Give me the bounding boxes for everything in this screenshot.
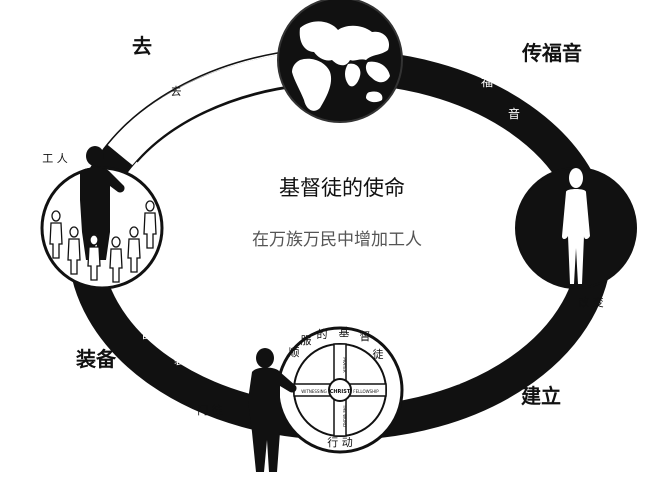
stage-equip-label: 装备 <box>75 347 117 371</box>
globe-land-australia <box>366 91 383 103</box>
wheel-left-arm-label: WITNESSING <box>301 389 326 394</box>
arc-equip-char-1: 备 <box>141 327 153 341</box>
wheel-char-top-2: 基 <box>339 326 350 339</box>
arc-build-char-1: 建 <box>505 335 517 349</box>
center-title: 基督徒的使命 <box>279 176 405 200</box>
ring-go-outline-inner <box>136 85 303 163</box>
arc-go-label: 去 <box>171 85 182 98</box>
workers-label: 工 人 <box>42 152 68 165</box>
disciples-label: 门 徒 <box>197 403 223 417</box>
stage-build-label: 建立 <box>521 384 561 408</box>
arc-evangelize-char-2: 福 <box>481 74 493 89</box>
ring-go-segment <box>107 52 302 166</box>
arc-evangelize-char-1: 传 <box>447 50 459 65</box>
wheel-hub <box>328 378 352 402</box>
wheel-bottom-label: 行 动 <box>327 436 353 449</box>
wheel-node: CHRIST WITNESSING FELLOWSHIP PRAYER THE … <box>276 326 404 454</box>
small-people-icon <box>49 200 157 283</box>
disciple-maker-figure-icon <box>248 348 297 472</box>
globe-land-europe <box>299 21 390 66</box>
stage-go-label: 去 <box>132 34 152 58</box>
changed-person-node <box>515 167 637 289</box>
center-subtitle: 在万族万民中增加工人 <box>252 230 422 250</box>
wheel-char-top-1: 的 <box>317 327 328 341</box>
wheel-right-arm-label: FELLOWSHIP <box>353 389 379 394</box>
globe-land-africa <box>292 58 332 111</box>
arc-evangelize-char-3: 音 <box>508 106 520 121</box>
stage-evangelize-label: 传福音 <box>521 41 582 65</box>
wheel-char-left-2: 服 <box>301 334 312 347</box>
wheel-char-top-3: 督 <box>360 329 371 343</box>
arc-build-char-2: 立 <box>448 372 460 387</box>
wheel-char-right: 徒 <box>373 347 384 361</box>
ring-go-outline-outer <box>102 49 299 151</box>
wheel-bottom-arm-label: THE WORD <box>342 404 347 427</box>
person-silhouette-icon <box>562 168 590 284</box>
arc-equip-char-2: 装 <box>174 353 186 367</box>
globe-node <box>277 0 403 123</box>
wheel-top-arm-label: PRAYER <box>342 357 347 372</box>
globe-land-asia-east <box>365 61 390 83</box>
wheel-hub-label: CHRIST <box>330 389 351 395</box>
globe-land-india <box>345 63 361 87</box>
workers-node <box>40 146 164 290</box>
changed-label: 改 变 <box>578 295 604 309</box>
wheel-char-left-1: 顺 <box>289 346 300 359</box>
